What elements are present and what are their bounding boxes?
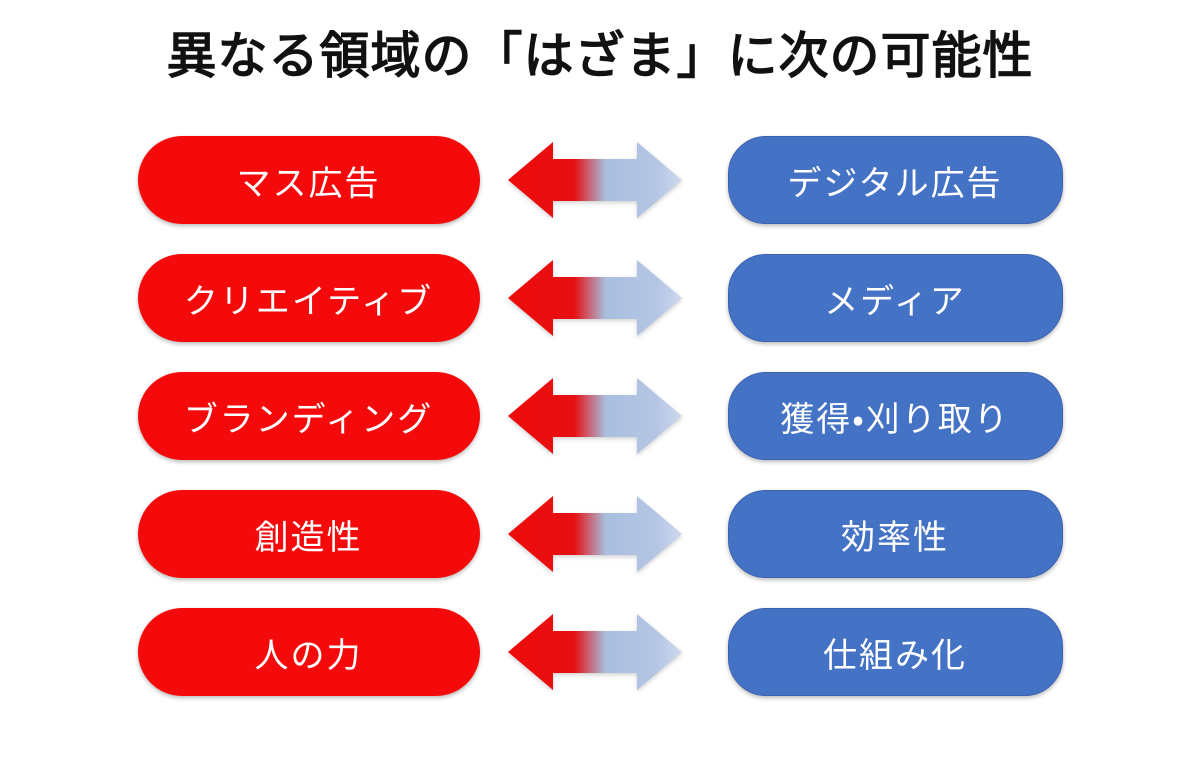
right-concept-pill: メディア: [727, 254, 1063, 342]
bidirectional-arrow-icon: [507, 142, 682, 218]
bidirectional-arrow-icon: [507, 378, 682, 454]
right-concept-pill: デジタル広告: [727, 136, 1063, 224]
left-concept-label: 人の力: [254, 636, 363, 675]
left-concept-label: 創造性: [254, 518, 363, 557]
arrow-cell: [480, 260, 728, 336]
comparison-row: 人の力 仕組み化: [137, 608, 1063, 696]
bidirectional-arrow-icon: [507, 496, 682, 572]
right-concept-label: 獲得・刈り取り: [780, 400, 1010, 439]
right-concept-pill: 仕組み化: [727, 608, 1063, 696]
comparison-row: クリエイティブ メディア: [137, 254, 1063, 342]
left-concept-label: クリエイティブ: [183, 282, 434, 321]
bidirectional-arrow-icon: [507, 260, 682, 336]
arrow-cell: [480, 378, 728, 454]
page-title: 異なる領域の「はざま」に次の可能性: [166, 28, 1034, 84]
comparison-row: 創造性 効率性: [137, 490, 1063, 578]
left-concept-label: マス広告: [236, 164, 381, 203]
left-concept-pill: クリエイティブ: [137, 254, 480, 342]
left-concept-pill: 人の力: [137, 608, 480, 696]
right-concept-label: メディア: [824, 282, 966, 321]
comparison-row: マス広告 デジタル広告: [137, 136, 1063, 224]
left-concept-pill: マス広告: [137, 136, 480, 224]
right-concept-pill: 獲得・刈り取り: [727, 372, 1063, 460]
arrow-cell: [480, 142, 728, 218]
comparison-rows: マス広告 デジタル広告 クリエイティブ メディア: [137, 136, 1063, 696]
left-concept-pill: 創造性: [137, 490, 480, 578]
arrow-cell: [480, 496, 728, 572]
right-concept-label: 効率性: [841, 518, 949, 557]
left-concept-pill: ブランディング: [137, 372, 480, 460]
bidirectional-arrow-icon: [507, 614, 682, 690]
arrow-cell: [480, 614, 728, 690]
left-concept-label: ブランディング: [183, 400, 434, 439]
right-concept-pill: 効率性: [727, 490, 1063, 578]
right-concept-label: デジタル広告: [787, 164, 1003, 203]
comparison-row: ブランディング 獲得・刈り取り: [137, 372, 1063, 460]
right-concept-label: 仕組み化: [823, 636, 967, 675]
